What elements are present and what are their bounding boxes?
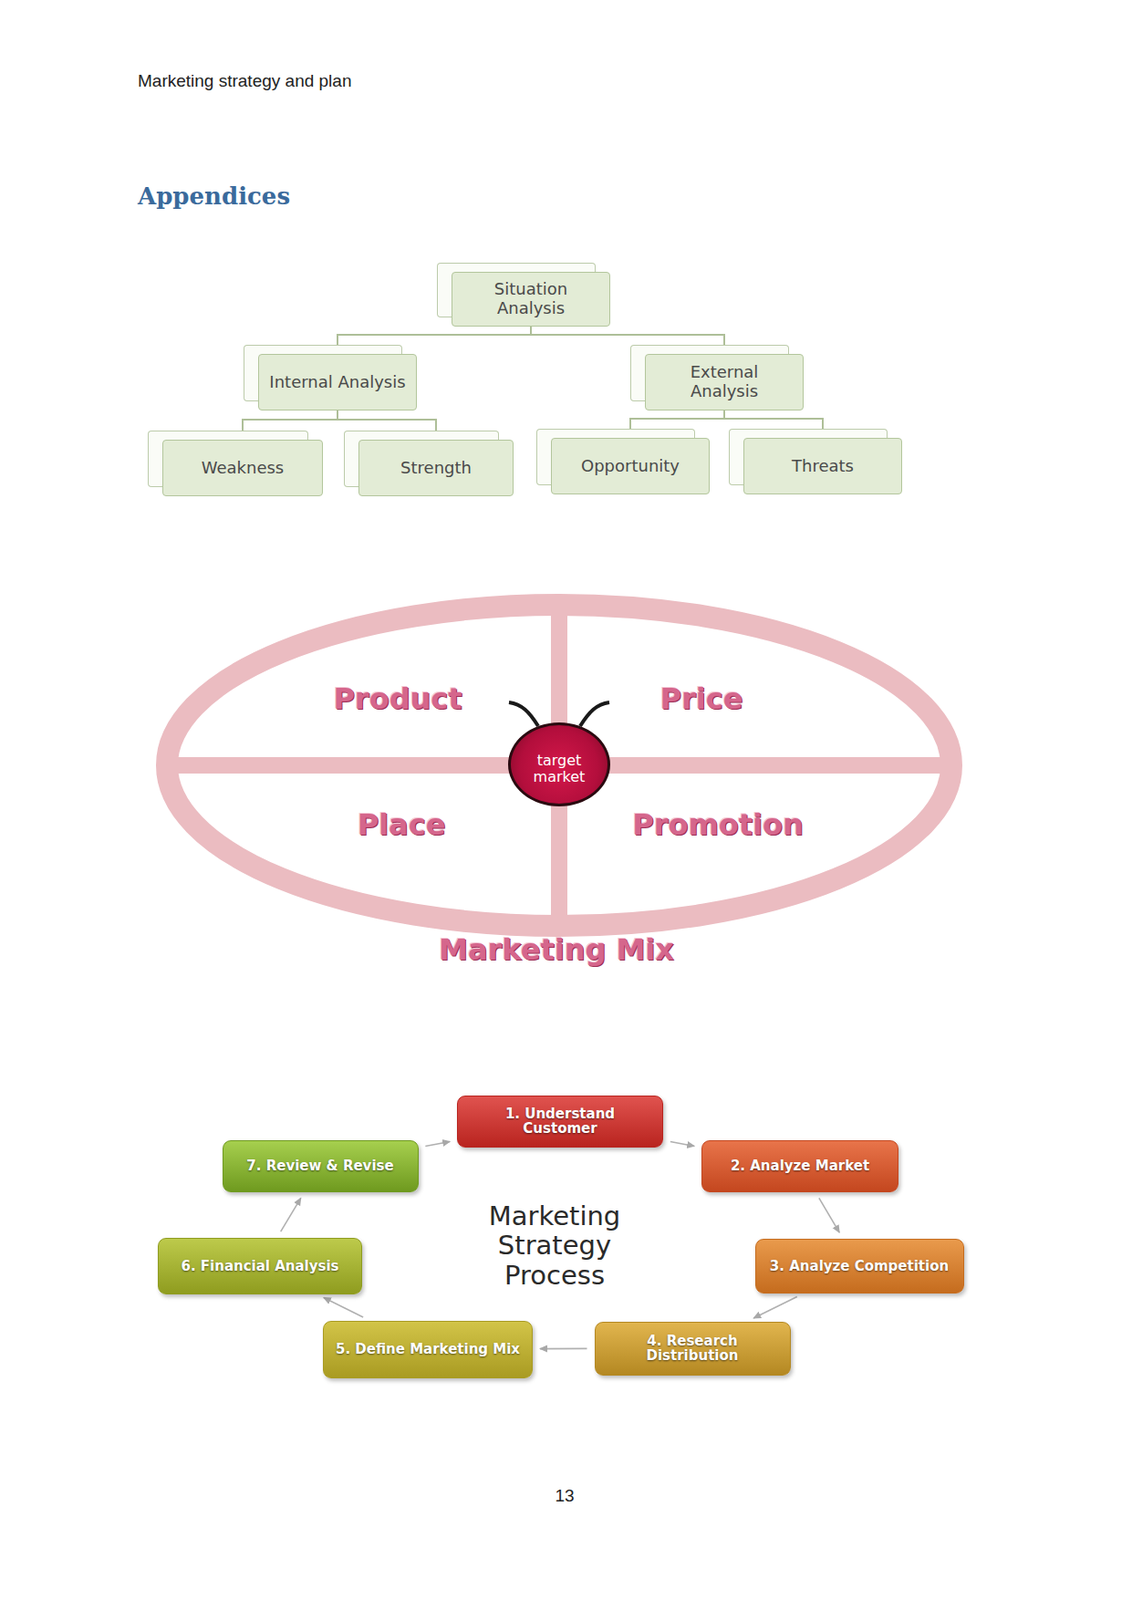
process-step: 4. Research Distribution — [594, 1321, 791, 1376]
node-text: 7. Review & Revise — [246, 1158, 394, 1174]
mix-quadrant-label: Product — [332, 681, 462, 717]
process-step: 5. Define Marketing Mix — [322, 1320, 533, 1379]
cycle-arrow — [540, 1348, 588, 1351]
node-text: 5. Define Marketing Mix — [335, 1341, 520, 1358]
node-text: 2. Analyze Market — [730, 1158, 870, 1174]
process-step: 6. Financial Analysis — [157, 1237, 363, 1295]
node-text: 6. Financial Analysis — [180, 1258, 339, 1275]
process-step: 3. Analyze Competition — [755, 1238, 965, 1294]
cycle-arrow — [280, 1197, 302, 1232]
node-text: 3. Analyze Competition — [769, 1258, 949, 1275]
tree-box: Weakness — [162, 439, 323, 497]
running-header: Marketing strategy and plan — [137, 71, 352, 92]
mix-quadrant-label: Price — [660, 681, 744, 717]
bug-antenna — [508, 702, 539, 727]
tree-connector — [242, 410, 338, 440]
process-step: 7. Review & Revise — [222, 1140, 419, 1193]
tree-box: Internal Analysis — [258, 353, 417, 411]
tree-connector — [337, 326, 531, 354]
tree-box: Opportunity — [550, 437, 710, 495]
node-text: 4. Research Distribution — [604, 1333, 781, 1364]
page-number: 13 — [554, 1485, 574, 1506]
tree-connector — [337, 410, 437, 440]
node-text: 1. Understand Customer — [467, 1106, 654, 1137]
wheel-rim — [166, 604, 952, 926]
process-step: 2. Analyze Market — [701, 1140, 899, 1193]
node-text: Situation Analysis — [461, 280, 601, 318]
node-text: Weakness — [201, 458, 285, 478]
node-text: Opportunity — [581, 456, 680, 477]
node-text: External Analysis — [654, 363, 794, 401]
cycle-arrow — [425, 1142, 450, 1147]
node-text: target market — [518, 752, 601, 785]
tree-box: External Analysis — [644, 353, 804, 411]
process-step: 1. Understand Customer — [456, 1095, 664, 1148]
node-text: Threats — [791, 456, 854, 477]
diagram-caption: Marketing Mix — [438, 932, 675, 967]
node-text: Internal Analysis — [269, 373, 406, 393]
cycle-arrow — [819, 1197, 840, 1233]
tree-connector — [724, 410, 823, 438]
mix-quadrant-label: Place — [357, 807, 447, 842]
mix-quadrant-label: Promotion — [632, 807, 804, 842]
cycle-center-title: Marketing Strategy Process — [449, 1201, 660, 1290]
cycle-arrow — [323, 1298, 364, 1318]
tree-box: Situation Analysis — [451, 271, 611, 327]
cycle-arrow — [670, 1142, 695, 1147]
tree-box: Strength — [358, 439, 514, 497]
tree-connector — [630, 410, 725, 438]
cycle-arrow — [753, 1297, 798, 1319]
bug-antenna — [580, 702, 610, 727]
node-text: Strength — [400, 458, 472, 478]
tree-connector — [530, 326, 725, 354]
target-market-ladybug: target market — [508, 722, 611, 807]
section-heading: Appendices — [137, 182, 291, 210]
tree-box: Threats — [743, 437, 903, 495]
